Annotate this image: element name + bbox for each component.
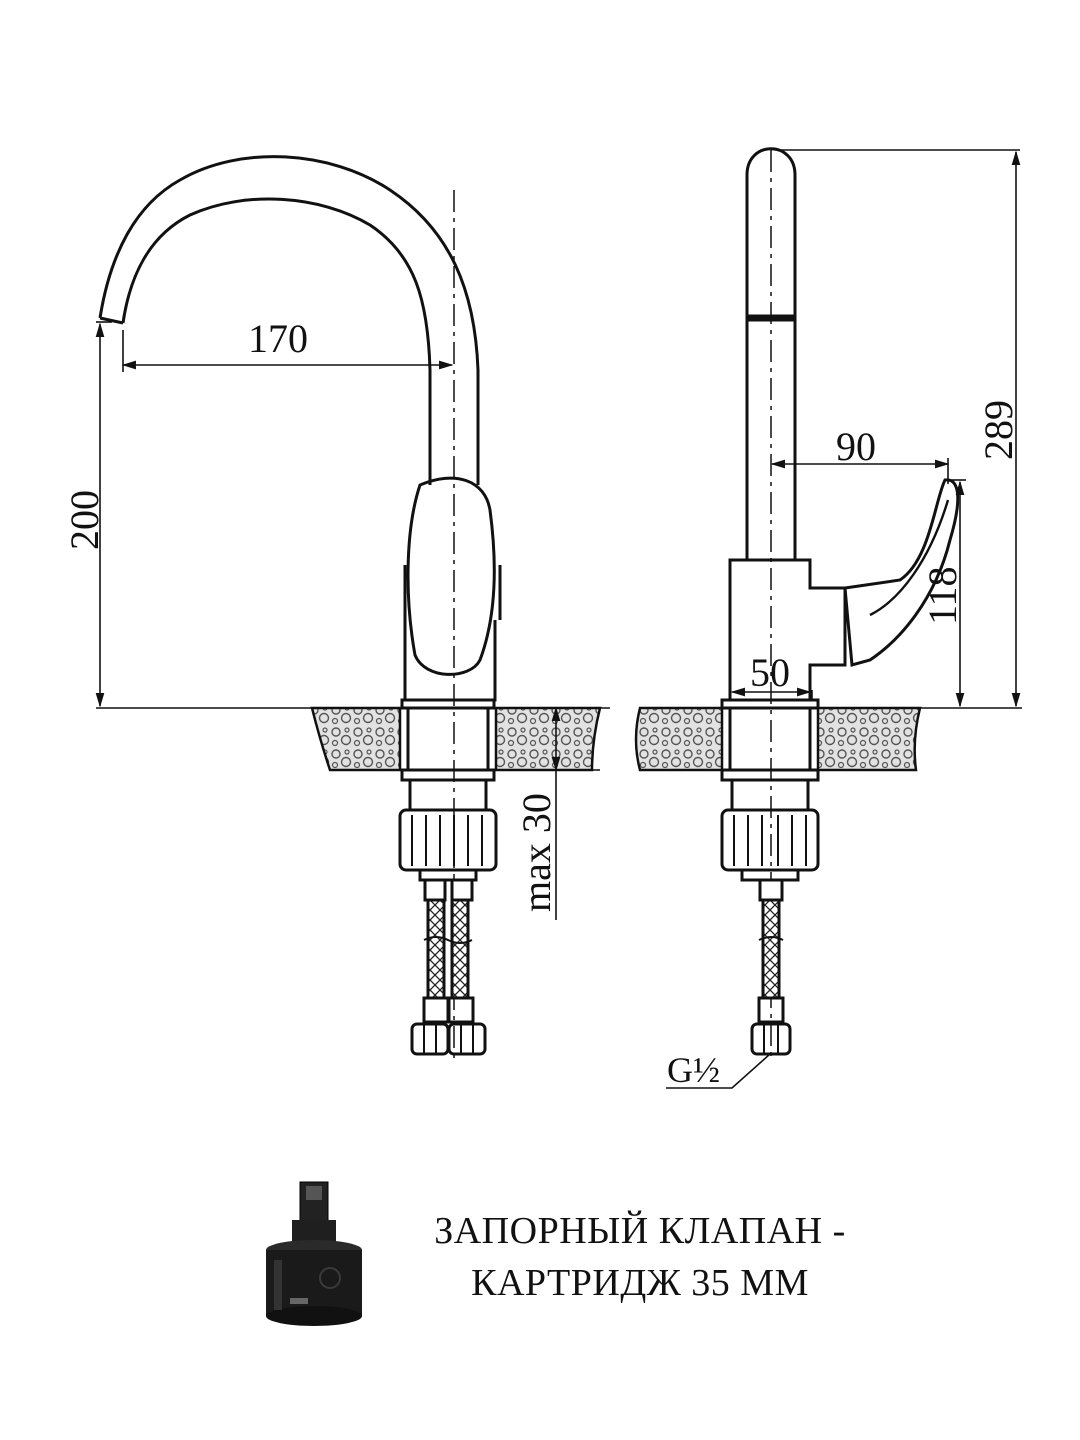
caption-line-1: ЗАПОРНЫЙ КЛАПАН -: [434, 1210, 846, 1252]
front-view: [98, 155, 502, 1060]
dim-thread: G½: [667, 1050, 720, 1090]
dim-lever-height: 118: [920, 566, 965, 625]
side-spout: [745, 147, 797, 560]
side-nut: [720, 808, 820, 872]
cartridge-caption: ЗАПОРНЫЙ КЛАПАН - КАРТРИДЖ 35 ММ: [380, 1205, 900, 1309]
side-dimensions: [666, 149, 1022, 1089]
front-lever: [406, 476, 496, 676]
front-hose-left: [426, 898, 446, 1000]
dim-max-thickness: max 30: [514, 793, 559, 912]
front-hose-right: [450, 898, 470, 1000]
side-countertop-right: [816, 706, 922, 772]
front-countertop-right: [494, 706, 602, 772]
dim-base-diameter: 50: [750, 650, 790, 695]
front-spout: [98, 155, 480, 485]
dim-total-height: 289: [976, 400, 1021, 460]
front-nut: [398, 808, 498, 872]
front-dimensions: [95, 321, 610, 920]
cartridge-icon: [266, 1181, 362, 1326]
side-countertop-left: [634, 706, 724, 772]
caption-line-2: КАРТРИДЖ 35 ММ: [471, 1262, 809, 1304]
side-hose: [761, 898, 781, 1000]
dim-spout-height: 200: [62, 490, 107, 550]
dim-spout-reach: 170: [248, 316, 308, 361]
front-countertop-left: [310, 706, 402, 772]
dim-lever-reach: 90: [836, 424, 876, 469]
